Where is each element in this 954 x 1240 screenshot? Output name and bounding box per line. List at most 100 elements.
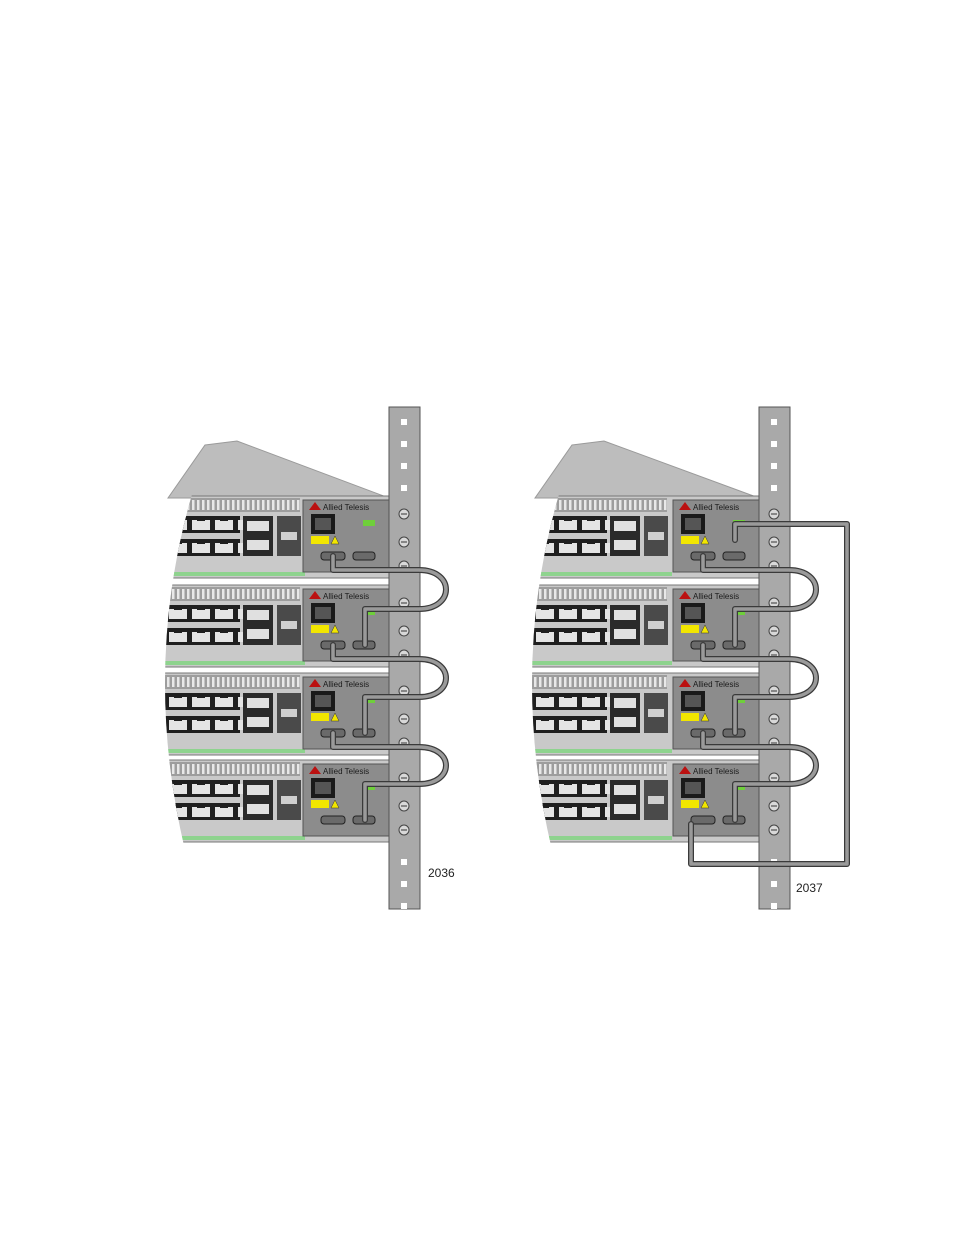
- brand-logo-icon: [309, 502, 321, 510]
- figure-label-right: 2037: [796, 881, 823, 895]
- port: [192, 784, 210, 794]
- brand-text: Allied Telesis: [693, 767, 739, 776]
- port: [582, 697, 600, 707]
- port: [513, 543, 531, 553]
- port: [146, 784, 164, 794]
- port: [192, 720, 210, 730]
- port: [582, 520, 600, 530]
- warning-label: [311, 800, 329, 808]
- stacking-cables: [688, 521, 850, 867]
- port: [536, 632, 554, 642]
- status-stripe: [532, 749, 672, 753]
- brand-text: Allied Telesis: [693, 592, 739, 601]
- port: [169, 697, 187, 707]
- stacking-cables: [330, 553, 449, 823]
- warning-label: [681, 713, 699, 721]
- port: [169, 720, 187, 730]
- rack-hole: [401, 441, 407, 447]
- rack-hole: [401, 485, 407, 491]
- port: [215, 632, 233, 642]
- port: [582, 609, 600, 619]
- port: [146, 609, 164, 619]
- port: [215, 697, 233, 707]
- chassis-top: [534, 440, 760, 499]
- port: [513, 807, 531, 817]
- switch-unit: Allied Telesis: [532, 672, 759, 756]
- port: [559, 543, 577, 553]
- port: [559, 520, 577, 530]
- status-led: [363, 520, 375, 526]
- port: [169, 807, 187, 817]
- port: [513, 520, 531, 530]
- warning-icon: [700, 712, 710, 722]
- port: [169, 609, 187, 619]
- warning-label: [681, 800, 699, 808]
- port: [513, 784, 531, 794]
- brand-text: Allied Telesis: [323, 592, 369, 601]
- status-stripe: [165, 661, 305, 665]
- rack-hole: [771, 441, 777, 447]
- vent-strip: [532, 762, 667, 776]
- rack-hole: [401, 859, 407, 865]
- rack-hole: [401, 903, 407, 909]
- port: [513, 632, 531, 642]
- port: [582, 807, 600, 817]
- warning-label: [681, 536, 699, 544]
- vent-strip: [165, 498, 300, 512]
- port: [169, 784, 187, 794]
- port: [582, 720, 600, 730]
- stack-connector-in: [690, 815, 716, 825]
- vent-strip: [532, 498, 667, 512]
- warning-icon: [330, 624, 340, 634]
- rack-hole: [771, 419, 777, 425]
- switch-unit: Allied Telesis: [513, 759, 759, 843]
- port: [536, 543, 554, 553]
- vent-strip: [165, 587, 300, 601]
- warning-icon: [330, 799, 340, 809]
- port: [215, 720, 233, 730]
- brand-logo-icon: [679, 679, 691, 687]
- brand-logo-icon: [309, 679, 321, 687]
- port: [559, 807, 577, 817]
- vent-strip: [532, 587, 667, 601]
- port: [146, 632, 164, 642]
- status-stripe: [165, 836, 305, 840]
- status-stripe: [165, 749, 305, 753]
- port: [215, 807, 233, 817]
- port: [192, 632, 210, 642]
- port: [536, 520, 554, 530]
- vent-strip: [165, 675, 300, 689]
- port: [146, 697, 164, 707]
- brand-text: Allied Telesis: [323, 767, 369, 776]
- port: [169, 543, 187, 553]
- port: [215, 784, 233, 794]
- port: [536, 720, 554, 730]
- switch-unit: Allied Telesis: [513, 495, 759, 579]
- port: [559, 632, 577, 642]
- port: [192, 609, 210, 619]
- figure-label-left: 2036: [428, 866, 455, 880]
- brand-logo-icon: [309, 591, 321, 599]
- switch-unit: Allied Telesis: [146, 584, 389, 668]
- switch-unit: Allied Telesis: [146, 495, 389, 579]
- port: [536, 807, 554, 817]
- warning-label: [311, 536, 329, 544]
- port: [169, 520, 187, 530]
- brand-logo-icon: [679, 766, 691, 774]
- warning-label: [311, 713, 329, 721]
- chassis-top: [167, 440, 390, 499]
- port: [169, 632, 187, 642]
- warning-label: [311, 625, 329, 633]
- port: [146, 520, 164, 530]
- rack-hole: [771, 463, 777, 469]
- port: [215, 543, 233, 553]
- port: [559, 720, 577, 730]
- port: [146, 720, 164, 730]
- brand-text: Allied Telesis: [323, 503, 369, 512]
- warning-icon: [700, 535, 710, 545]
- warning-icon: [700, 799, 710, 809]
- port: [146, 543, 164, 553]
- rack-hole: [771, 485, 777, 491]
